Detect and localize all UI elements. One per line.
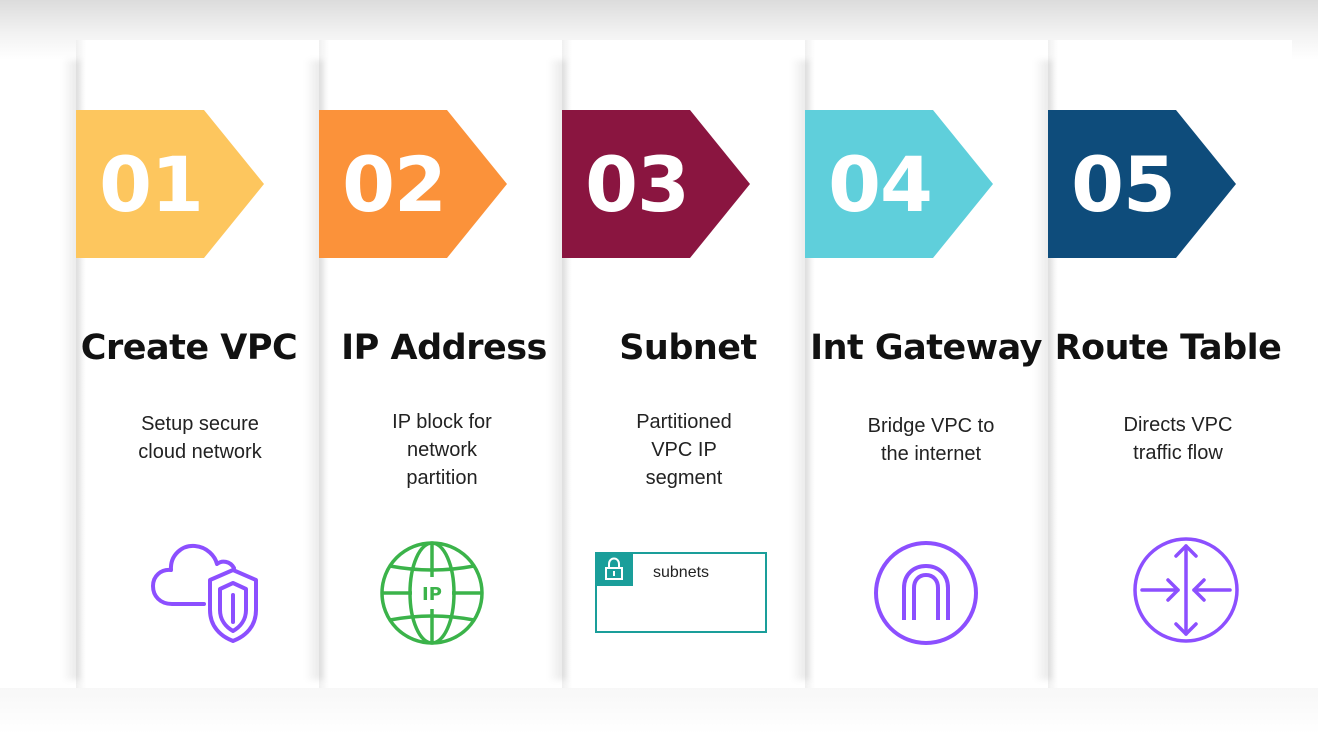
desc-line: Bridge VPC to xyxy=(867,415,995,437)
desc-line: VPC IP xyxy=(651,439,717,461)
step-number: 02 xyxy=(342,139,447,229)
step-number: 03 xyxy=(585,139,690,229)
step-badge-3: 03 xyxy=(562,110,752,258)
lock-icon xyxy=(595,552,633,586)
subnet-label: subnets xyxy=(653,564,710,581)
bottom-fade xyxy=(0,688,1318,734)
step-desc-3: Partitioned VPC IP segment xyxy=(594,408,774,492)
router-arrows-icon xyxy=(1132,536,1240,648)
ip-globe-icon: IP xyxy=(378,540,486,650)
step-title-2: IP Address xyxy=(341,328,547,368)
step-desc-5: Directs VPC traffic flow xyxy=(1088,411,1268,467)
arrow-shape xyxy=(805,110,993,258)
subnet-lock-icon: subnets xyxy=(595,552,767,633)
step-number: 01 xyxy=(99,139,204,229)
step-badge-4: 04 xyxy=(805,110,995,258)
step-title-1: Create VPC xyxy=(80,328,298,368)
step-title-3: Subnet xyxy=(619,328,757,368)
arrow-shape xyxy=(319,110,507,258)
step-desc-4: Bridge VPC to the internet xyxy=(841,412,1021,468)
step-badge-1: 01 xyxy=(76,110,266,258)
svg-text:IP: IP xyxy=(422,584,442,605)
desc-line: Setup secure xyxy=(141,413,259,435)
desc-line: cloud network xyxy=(138,441,262,463)
cloud-shield-icon xyxy=(150,540,265,649)
desc-line: segment xyxy=(645,467,723,489)
step-desc-1: Setup secure cloud network xyxy=(110,410,290,466)
gateway-arch-icon xyxy=(872,540,980,650)
desc-line: network xyxy=(406,439,478,461)
step-title-5: Route Table xyxy=(1054,328,1282,368)
desc-line: IP block for xyxy=(392,411,492,433)
step-badge-5: 05 xyxy=(1048,110,1238,258)
desc-line: partition xyxy=(406,467,478,489)
desc-line: the internet xyxy=(880,443,982,465)
step-number: 04 xyxy=(828,139,933,229)
arrow-shape xyxy=(562,110,750,258)
desc-line: traffic flow xyxy=(1133,442,1223,464)
arrow-shape xyxy=(1048,110,1236,258)
step-number: 05 xyxy=(1071,139,1176,229)
desc-line: Partitioned xyxy=(636,411,732,433)
step-title-4: Int Gateway xyxy=(810,328,1042,368)
step-badge-2: 02 xyxy=(319,110,509,258)
desc-line: Directs VPC xyxy=(1123,414,1233,436)
arrow-shape xyxy=(76,110,264,258)
step-desc-2: IP block for network partition xyxy=(352,408,532,492)
